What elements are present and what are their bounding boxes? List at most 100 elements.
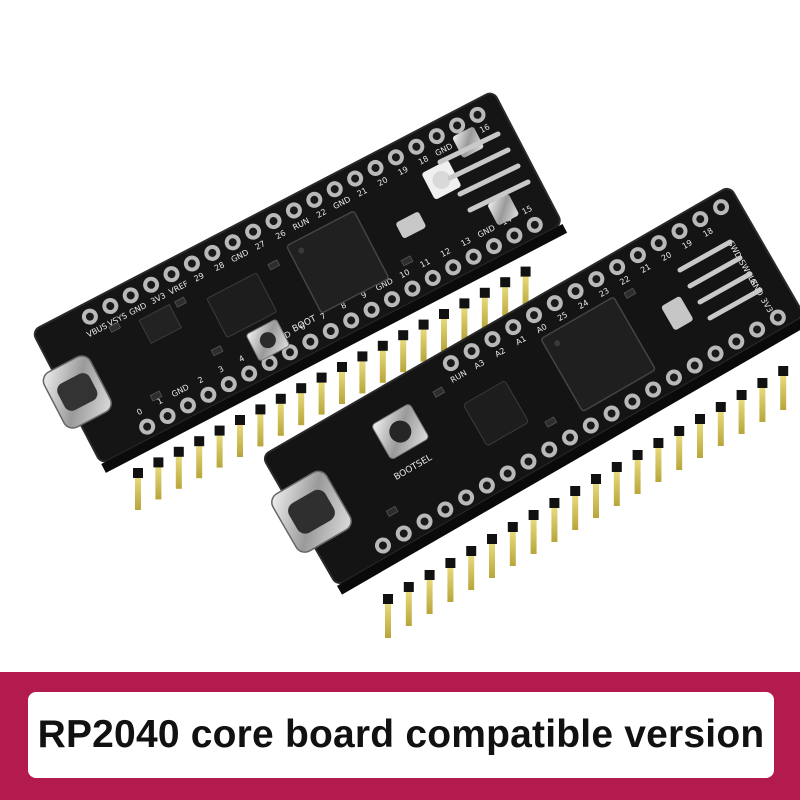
pin-spacer — [337, 362, 347, 372]
header-pin — [359, 353, 366, 394]
pin-spacer — [403, 582, 414, 592]
pin-label: 27 — [254, 239, 267, 252]
pin-hole — [367, 305, 376, 314]
pin-hole — [306, 337, 315, 346]
product-caption: RP2040 core board compatible version — [37, 713, 765, 756]
header-pin — [461, 300, 468, 341]
header-pin — [593, 476, 599, 518]
header-pin — [655, 440, 662, 482]
pin-label: 18 — [417, 154, 430, 167]
pin-hole — [265, 358, 274, 367]
pin-hole — [696, 215, 705, 224]
pin-spacer — [528, 510, 539, 520]
pin-spacer — [275, 393, 286, 404]
header-pin — [468, 548, 475, 590]
pin-hole — [566, 433, 575, 442]
boards-illustration: VBUSVSYSGND3V3VREF2928GND2726RUN22GND212… — [33, 92, 800, 638]
header-pin — [676, 428, 683, 470]
pin-label: 20 — [660, 250, 673, 263]
pin-hole — [550, 299, 559, 308]
pin-hole — [351, 174, 360, 183]
header-pin — [759, 380, 766, 422]
header-pin — [216, 427, 223, 468]
pin-hole — [669, 373, 678, 382]
pin-hole — [326, 327, 335, 336]
pin-hole — [675, 227, 684, 236]
pin-hole — [482, 481, 491, 490]
caption-box: RP2040 core board compatible version — [28, 692, 774, 778]
pin-hole — [289, 206, 298, 215]
pin-label: 18 — [701, 226, 714, 239]
pin-label: 3 — [217, 364, 226, 374]
header-pin — [405, 584, 412, 626]
pin-hole — [488, 335, 497, 344]
pin-label: 26 — [274, 228, 287, 241]
pin-spacer — [214, 425, 225, 436]
pin-label: 21 — [356, 186, 369, 199]
pin-label: 20 — [376, 175, 389, 188]
pin-hole — [187, 259, 196, 268]
pin-spacer — [507, 522, 518, 532]
pin-label: 24 — [577, 298, 590, 311]
pin-hole — [462, 493, 471, 502]
pin-hole — [408, 284, 417, 293]
header-pin — [447, 560, 454, 602]
header-pin — [551, 500, 558, 542]
pin-label: 1 — [156, 396, 165, 406]
pin-spacer — [591, 474, 601, 484]
flash-chip-right — [463, 381, 529, 446]
header-pin — [135, 470, 141, 510]
left-board-top-pin-row — [81, 106, 486, 325]
header-pin — [697, 416, 703, 458]
pin-spacer — [153, 457, 164, 468]
pin-spacer — [459, 298, 470, 309]
pin-spacer — [398, 330, 409, 341]
pin-hole — [163, 412, 172, 421]
pin-hole — [224, 380, 233, 389]
pin-hole — [607, 409, 616, 418]
header-pin — [522, 268, 529, 309]
pin-hole — [228, 238, 237, 247]
header-pin — [530, 512, 537, 554]
header-pin — [509, 524, 516, 566]
pin-hole — [204, 390, 213, 399]
pin-hole — [432, 132, 441, 141]
left-board-swd-pins — [437, 131, 531, 213]
left-board-header-pins — [133, 266, 531, 510]
pin-spacer — [194, 436, 205, 447]
header-pin — [780, 368, 787, 410]
pin-spacer — [418, 319, 429, 330]
pin-hole — [269, 217, 278, 226]
pin-label: 25 — [556, 310, 569, 323]
right-board-top-pin-row — [442, 199, 730, 372]
header-pin — [489, 536, 495, 578]
pin-hole — [330, 185, 339, 194]
pin-hole — [249, 227, 258, 236]
pin-spacer — [479, 287, 490, 298]
pin-spacer — [632, 450, 643, 460]
pin-hole — [510, 231, 519, 240]
header-pin — [420, 321, 427, 362]
pin-spacer — [500, 277, 511, 288]
right-board-header-pins — [383, 366, 789, 638]
regulator-left — [138, 303, 183, 345]
usb-c-port-left — [42, 355, 112, 429]
pin-label: 23 — [597, 286, 610, 299]
pin-hole — [613, 263, 622, 272]
pin-spacer — [757, 378, 768, 388]
pin-spacer — [715, 402, 726, 412]
pin-spacer — [424, 570, 435, 580]
header-pin — [502, 279, 509, 320]
pin-spacer — [570, 486, 581, 496]
pin-hole — [453, 121, 462, 130]
pin-hole — [449, 263, 458, 272]
pin-hole — [530, 220, 539, 229]
pin-hole — [399, 529, 408, 538]
header-pin — [426, 572, 433, 614]
header-pin — [385, 596, 391, 638]
pin-hole — [391, 153, 400, 162]
pin-spacer — [611, 462, 622, 472]
pin-spacer — [316, 372, 327, 383]
pin-hole — [530, 311, 539, 320]
